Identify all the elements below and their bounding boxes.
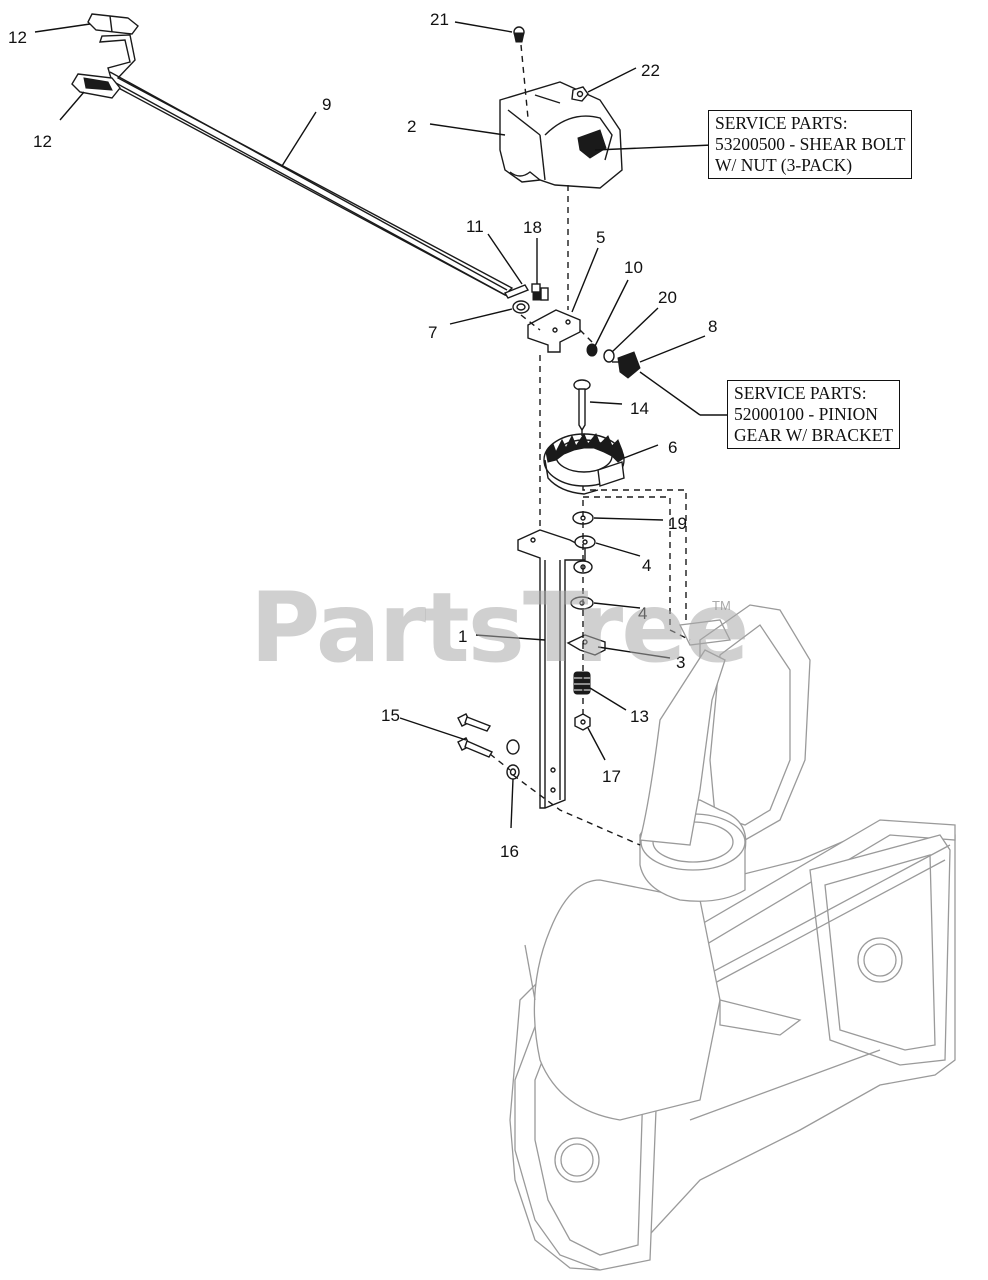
callout-16: 16 [500,842,519,861]
leader-lines [34,21,727,829]
callout-17: 17 [602,767,621,786]
assembly-lines [489,44,691,846]
part-1-support-bracket [517,529,586,809]
callout-12-bottom: 12 [33,132,52,151]
discharge-chute [639,604,811,902]
chute-rotation-rod [99,34,514,298]
callout-6: 6 [668,438,677,457]
callout-19: 19 [668,514,687,533]
part-13-spring [573,671,591,695]
callout-numbers: 12 12 9 21 22 2 11 18 5 10 20 8 7 14 6 1… [8,10,717,861]
part-3-plate [566,634,606,656]
callout-8: 8 [708,317,717,336]
part-18-bolt [531,283,549,301]
callout-4-upper: 4 [642,556,651,575]
part-16-nut-lower [506,764,520,780]
callout-15: 15 [381,706,400,725]
chute-deflector [499,81,623,189]
service-box-2-line-2: 52000100 - PINION [734,404,878,424]
watermark-trademark: TM [712,598,731,613]
part-6-ring-gear [543,432,625,495]
callout-12-top: 12 [8,28,27,47]
part-21-screw [513,26,525,43]
service-box-1-line-1: SERVICE PARTS: [715,113,848,133]
part-10-washer [586,343,598,357]
service-parts-box-pinion-gear: SERVICE PARTS: 52000100 - PINION GEAR W/… [727,380,901,449]
callout-14: 14 [630,399,649,418]
callout-2: 2 [407,117,416,136]
part-16-nut-upper [506,739,520,755]
callout-11: 11 [466,217,484,236]
callout-7: 7 [428,323,437,342]
part-8-pinion-gear [612,351,641,379]
part-15-bolt-lower [457,737,494,758]
callout-22: 22 [641,61,660,80]
part-20-washer [603,349,615,363]
callout-9: 9 [322,95,331,114]
part-22-nut [571,86,589,102]
callout-1: 1 [458,627,467,646]
callout-21: 21 [430,10,449,29]
callout-3: 3 [676,653,685,672]
part-15-bolt-upper [457,713,492,732]
part-11-pin [503,284,530,299]
callout-4-lower: 4 [638,604,647,623]
part-14-pin [573,379,591,432]
part-17-nut [574,713,591,731]
callout-13: 13 [630,707,649,726]
part-7-bushing [512,300,530,314]
part-5-bracket [527,309,581,353]
service-box-1-line-2: 53200500 - SHEAR BOLT [715,134,906,154]
service-parts-box-shear-bolt: SERVICE PARTS: 53200500 - SHEAR BOLT W/ … [708,110,913,179]
service-box-2-line-3: GEAR W/ BRACKET [734,425,894,445]
auger-housing [509,819,956,1271]
callout-10: 10 [624,258,643,277]
service-box-1-line-3: W/ NUT (3-PACK) [715,155,853,175]
part-4-washer-lower [570,596,594,610]
callout-5: 5 [596,228,605,247]
callout-20: 20 [658,288,677,307]
rod-grip-bottom [71,73,121,99]
rod-grip-top [87,13,139,35]
service-box-2-line-1: SERVICE PARTS: [734,383,867,403]
part-4-washer-upper [574,535,596,549]
callout-18: 18 [523,218,542,237]
